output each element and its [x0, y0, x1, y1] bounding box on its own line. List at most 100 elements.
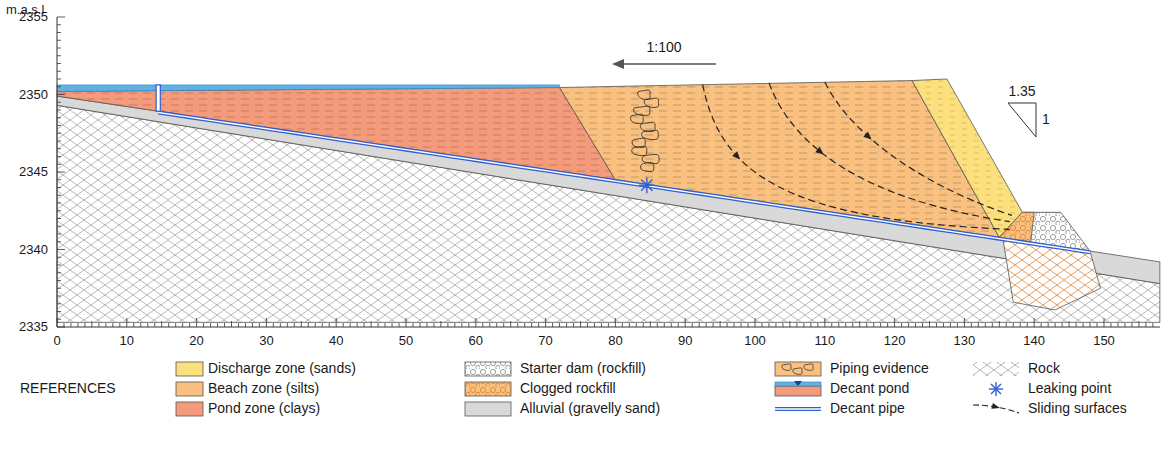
- x-tick: [552, 323, 553, 327]
- x-tick: [782, 323, 783, 327]
- x-tick: [392, 323, 393, 327]
- x-tick: [943, 323, 944, 327]
- x-tick: [761, 323, 762, 327]
- legend-heading: REFERENCES: [20, 381, 116, 396]
- y-tick: [57, 102, 61, 103]
- x-tick: [294, 323, 295, 327]
- y-tick: [57, 296, 61, 297]
- x-tick: [615, 318, 616, 327]
- x-tick: [203, 323, 204, 327]
- piping-loop: [793, 368, 802, 375]
- legend-text: Beach zone (silts): [208, 381, 319, 396]
- x-tick: [475, 318, 476, 327]
- legend-swatches: [176, 362, 1019, 416]
- x-tick: [182, 323, 183, 327]
- pond-zone-outline: [57, 88, 615, 180]
- x-tick: [566, 323, 567, 327]
- x-tick: [573, 323, 574, 327]
- x-tick: [866, 323, 867, 327]
- x-tick: [922, 323, 923, 327]
- asterisk-stroke: [641, 180, 652, 191]
- x-tick: [664, 323, 665, 327]
- x-tick: [789, 321, 790, 327]
- y-tick: [57, 79, 61, 80]
- x-tick-label: 120: [884, 334, 906, 348]
- x-tick: [741, 323, 742, 327]
- piping-evidence: [630, 90, 659, 172]
- x-tick: [692, 323, 693, 327]
- x-tick: [768, 323, 769, 327]
- x-tick: [196, 318, 197, 327]
- x-tick: [1006, 323, 1007, 327]
- legend-swatch: [176, 362, 203, 376]
- legend-text: Leaking point: [1028, 381, 1111, 396]
- x-tick: [538, 323, 539, 327]
- x-tick: [273, 323, 274, 327]
- x-tick: [1041, 323, 1042, 327]
- x-tick: [489, 323, 490, 327]
- piping-loop: [641, 162, 654, 171]
- piping-loop: [630, 114, 643, 123]
- x-tick: [287, 323, 288, 327]
- x-tick-label: 140: [1023, 334, 1045, 348]
- x-tick: [238, 323, 239, 327]
- x-tick: [266, 318, 267, 327]
- y-tick: [57, 156, 61, 157]
- y-tick: [57, 303, 61, 304]
- dimension-label: 1.35: [1008, 84, 1035, 99]
- legend-swatch: [465, 402, 511, 416]
- x-tick-label: 70: [538, 334, 552, 348]
- y-tick-label: 2350: [19, 87, 48, 101]
- x-tick: [140, 323, 141, 327]
- y-tick: [57, 86, 61, 87]
- x-tick: [657, 323, 658, 327]
- dimension-label: 1:100: [646, 40, 681, 55]
- legend-swatch: [176, 382, 203, 396]
- x-tick: [901, 323, 902, 327]
- x-tick-label: 100: [744, 334, 766, 348]
- y-tick-label: 2355: [19, 10, 48, 24]
- axes: [57, 17, 1160, 327]
- x-tick: [838, 323, 839, 327]
- x-tick: [308, 323, 309, 327]
- x-tick-label: 80: [608, 334, 622, 348]
- legend-symbol: [465, 382, 511, 396]
- decant-pond: [57, 85, 560, 92]
- x-tick: [908, 323, 909, 327]
- piping-loop: [782, 364, 791, 371]
- x-tick: [105, 323, 106, 327]
- decant-riser: [156, 85, 160, 111]
- y-tick: [57, 24, 61, 25]
- x-tick-label: 60: [469, 334, 483, 348]
- y-tick: [57, 110, 61, 111]
- x-tick: [1062, 323, 1063, 327]
- x-tick: [985, 323, 986, 327]
- x-tick: [734, 323, 735, 327]
- x-tick: [468, 323, 469, 327]
- y-tick: [57, 257, 61, 258]
- x-tick: [713, 323, 714, 327]
- x-tick: [1034, 318, 1035, 327]
- x-tick: [357, 323, 358, 327]
- x-tick: [594, 323, 595, 327]
- sliding-surface: [825, 82, 1012, 215]
- x-tick-label: 150: [1093, 334, 1115, 348]
- pipe-bore: [775, 408, 821, 409]
- x-tick: [461, 323, 462, 327]
- x-tick: [894, 318, 895, 327]
- x-tick: [685, 318, 686, 327]
- x-tick: [224, 323, 225, 327]
- pond-swatch: [775, 386, 821, 396]
- x-tick: [91, 321, 92, 327]
- pattern-swatch: [465, 362, 511, 376]
- x-tick: [559, 323, 560, 327]
- y-tick: [57, 218, 61, 219]
- x-tick: [154, 323, 155, 327]
- x-tick-label: 110: [814, 334, 835, 348]
- y-tick: [57, 234, 61, 235]
- x-tick: [803, 323, 804, 327]
- x-tick: [608, 323, 609, 327]
- x-tick-label: 130: [954, 334, 976, 348]
- dimension-label: 1: [1042, 112, 1050, 127]
- legend-text: Rock: [1028, 361, 1060, 376]
